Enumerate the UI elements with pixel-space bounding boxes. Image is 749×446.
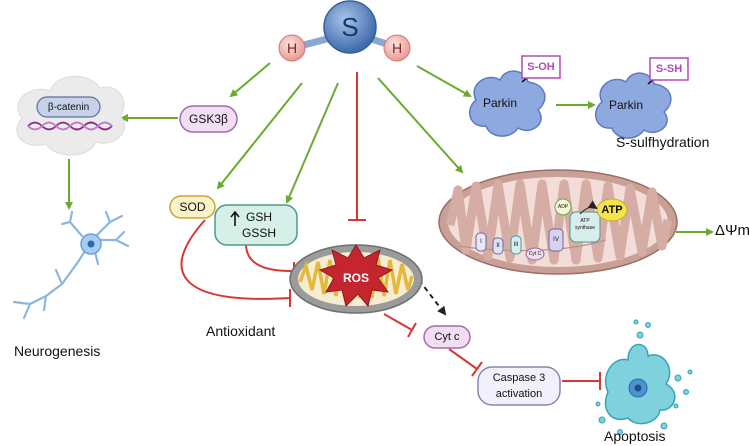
gssh-label: GSSH bbox=[242, 226, 277, 240]
dna-helix bbox=[27, 121, 113, 131]
s-sulfhydration-label: S-sulfhydration bbox=[616, 134, 710, 150]
mitochondrion-etc bbox=[438, 169, 678, 275]
parkin-protein-right bbox=[594, 72, 672, 139]
inhibit-gsh-to-ros bbox=[245, 243, 295, 273]
complex-iv bbox=[548, 228, 564, 252]
ssh-tag bbox=[649, 57, 689, 81]
atp-synthase-label-1: ATP bbox=[580, 218, 590, 224]
ros-mitochondrion bbox=[289, 244, 423, 314]
soh-label: S-OH bbox=[527, 61, 555, 73]
complex-i-label: I bbox=[480, 239, 482, 245]
adp-molecule bbox=[554, 198, 572, 216]
sod-pill bbox=[169, 195, 216, 219]
gsk3b-label: GSK3β bbox=[189, 112, 228, 126]
gsk3b-pill bbox=[179, 105, 238, 133]
complex-i bbox=[475, 232, 487, 252]
sulfur-label: S bbox=[341, 12, 359, 42]
neurogenesis-label: Neurogenesis bbox=[14, 343, 101, 359]
adp-to-atp-arrow bbox=[579, 200, 598, 215]
soh-tag bbox=[521, 55, 561, 79]
complex-iii-label: III bbox=[513, 242, 519, 248]
gsh-label: GSH bbox=[246, 210, 273, 224]
hydrogen-atom-right bbox=[383, 34, 411, 62]
hydrogen-atom-left bbox=[278, 34, 306, 62]
caspase3-label-line1: Caspase 3 bbox=[492, 371, 546, 384]
apoptotic-cell-icon bbox=[595, 319, 693, 435]
arrow-h2s-to-parkin bbox=[416, 65, 472, 97]
sulfur-atom bbox=[323, 0, 377, 54]
neuron-nucleus bbox=[87, 240, 95, 248]
arrow-h2s-to-sod bbox=[216, 82, 303, 190]
atp-synthase bbox=[569, 211, 601, 243]
arrow-ros-to-cytc bbox=[418, 279, 447, 316]
atp-molecule bbox=[596, 198, 628, 222]
apoptosis-label: Apoptosis bbox=[604, 428, 666, 444]
parkin-right-label: Parkin bbox=[609, 98, 644, 112]
parkin-left-label: Parkin bbox=[483, 96, 518, 110]
inhibition-lines bbox=[180, 72, 601, 390]
complex-ii bbox=[492, 237, 504, 255]
complex-cytc-label: Cyt C bbox=[528, 251, 542, 257]
antioxidant-label: Antioxidant bbox=[206, 323, 276, 339]
membrane-potential-label: ΔΨm bbox=[715, 222, 749, 239]
ros-burst bbox=[318, 244, 394, 308]
arrow-h2s-to-gsk3b bbox=[229, 62, 271, 98]
atp-synthase-label-2: synthase bbox=[574, 225, 595, 231]
cytc-pill bbox=[423, 325, 471, 349]
h2s-molecule bbox=[278, 0, 411, 62]
caspase3-label-line2: activation bbox=[495, 387, 543, 400]
inhibit-bar-cytc bbox=[407, 322, 417, 338]
inhibit-mito-to-cytc bbox=[383, 313, 413, 331]
hydrogen-left-label: H bbox=[286, 40, 298, 56]
inhibit-bar-caspase bbox=[471, 361, 483, 377]
inhibit-cytc-to-caspase bbox=[448, 348, 478, 370]
neuron-icon bbox=[12, 210, 130, 320]
complex-ii-label: II bbox=[496, 243, 500, 249]
beta-catenin-label: β-catenin bbox=[47, 101, 90, 113]
complex-cytc bbox=[525, 247, 545, 261]
apoptotic-bodies bbox=[595, 319, 693, 435]
caspase3-box bbox=[477, 366, 561, 406]
adp-label: ADP bbox=[557, 204, 569, 210]
sod-label: SOD bbox=[179, 200, 206, 214]
inhibit-sod-to-ros bbox=[180, 219, 291, 300]
complex-iv-label: IV bbox=[553, 237, 559, 243]
hydrogen-right-label: H bbox=[391, 40, 403, 56]
parkin-protein-left bbox=[468, 70, 546, 137]
up-arrow-icon bbox=[230, 210, 240, 226]
cytc-label: Cyt c bbox=[434, 331, 460, 343]
arrow-h2s-to-mitochondrion bbox=[377, 77, 464, 174]
ssh-label: S-SH bbox=[655, 63, 683, 75]
ros-label: ROS bbox=[342, 271, 369, 285]
activation-arrows bbox=[65, 62, 714, 236]
complex-iii bbox=[510, 235, 522, 255]
beta-catenin-cloud bbox=[16, 75, 126, 156]
atp-label: ATP bbox=[601, 204, 623, 216]
arrow-h2s-to-gsh bbox=[285, 82, 339, 204]
beta-catenin-pill bbox=[36, 96, 101, 118]
